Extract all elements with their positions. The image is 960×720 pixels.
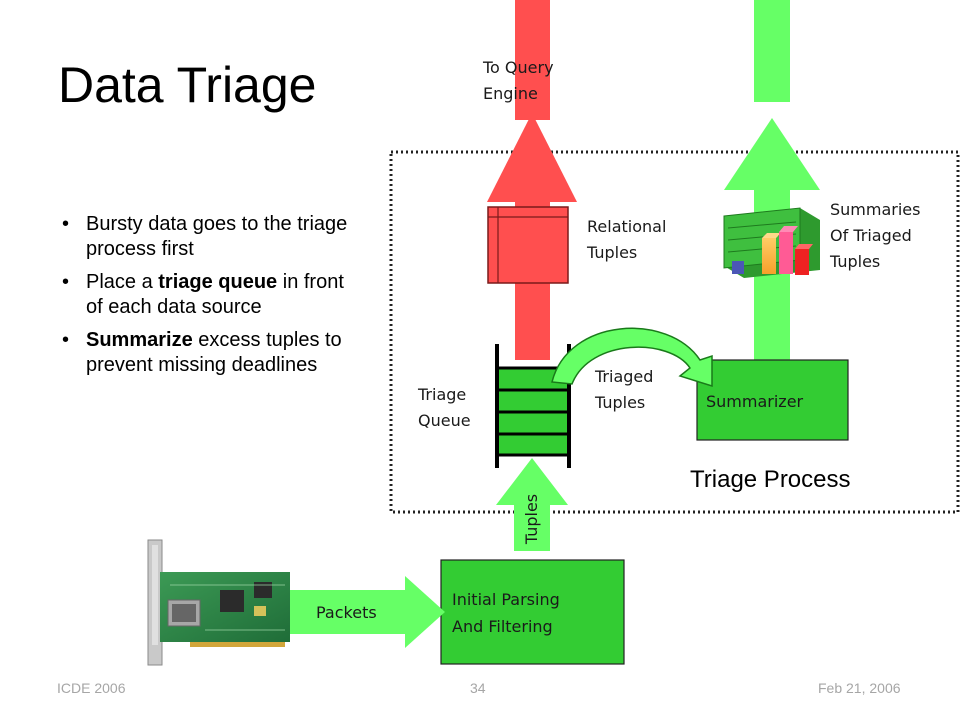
bullet-bold-text: Summarize [86,329,193,351]
network-card-image [147,539,290,666]
bullet-item: Summarize excess tuples to prevent missi… [62,328,352,378]
tuples-arrow [496,458,568,551]
slide-title: Data Triage [58,57,317,113]
summarizer-label: Summarizer [706,392,804,411]
bullet-item: Place a triage queue in front of each da… [62,270,352,320]
bullet-text: excess tuples to prevent missing deadlin… [86,329,342,376]
relational-tuples-label: Relational Tuples [587,217,667,262]
bullet-list: Bursty data goes to the triage process f… [62,212,352,386]
footer-conference: ICDE 2006 [57,680,126,696]
summaries-label: Summaries Of Triaged Tuples [830,200,921,271]
triage-process-border [389,150,960,514]
packets-label: Packets [316,603,377,622]
bullet-text: Bursty data goes to the triage process f… [86,213,348,260]
table-icon [487,206,569,284]
footer-page-number: 34 [470,680,486,696]
3d-bar-chart-icon [723,207,820,278]
to-query-engine-label: To Query Engine [483,58,554,103]
bullet-item: Bursty data goes to the triage process f… [62,212,352,262]
curved-triaged-arrow [551,327,713,388]
tuples-label: Tuples [522,493,541,545]
initial-parsing-label: Initial Parsing And Filtering [452,590,560,636]
green-arrow-summaries [724,0,820,363]
triage-process-label: Triage Process [690,466,851,493]
red-arrow [487,0,577,360]
bullet-text: in front of each data source [86,271,344,318]
footer-date: Feb 21, 2006 [818,680,901,696]
triage-queue [495,344,571,468]
bullet-bold-text: triage queue [158,271,278,293]
triaged-tuples-label: Triaged Tuples [595,367,654,412]
bullet-text: Place a [86,271,159,293]
summarizer-box [696,359,849,441]
packets-arrow [282,576,445,648]
triage-queue-label: Triage Queue [418,385,471,430]
initial-parsing-box [440,559,625,665]
